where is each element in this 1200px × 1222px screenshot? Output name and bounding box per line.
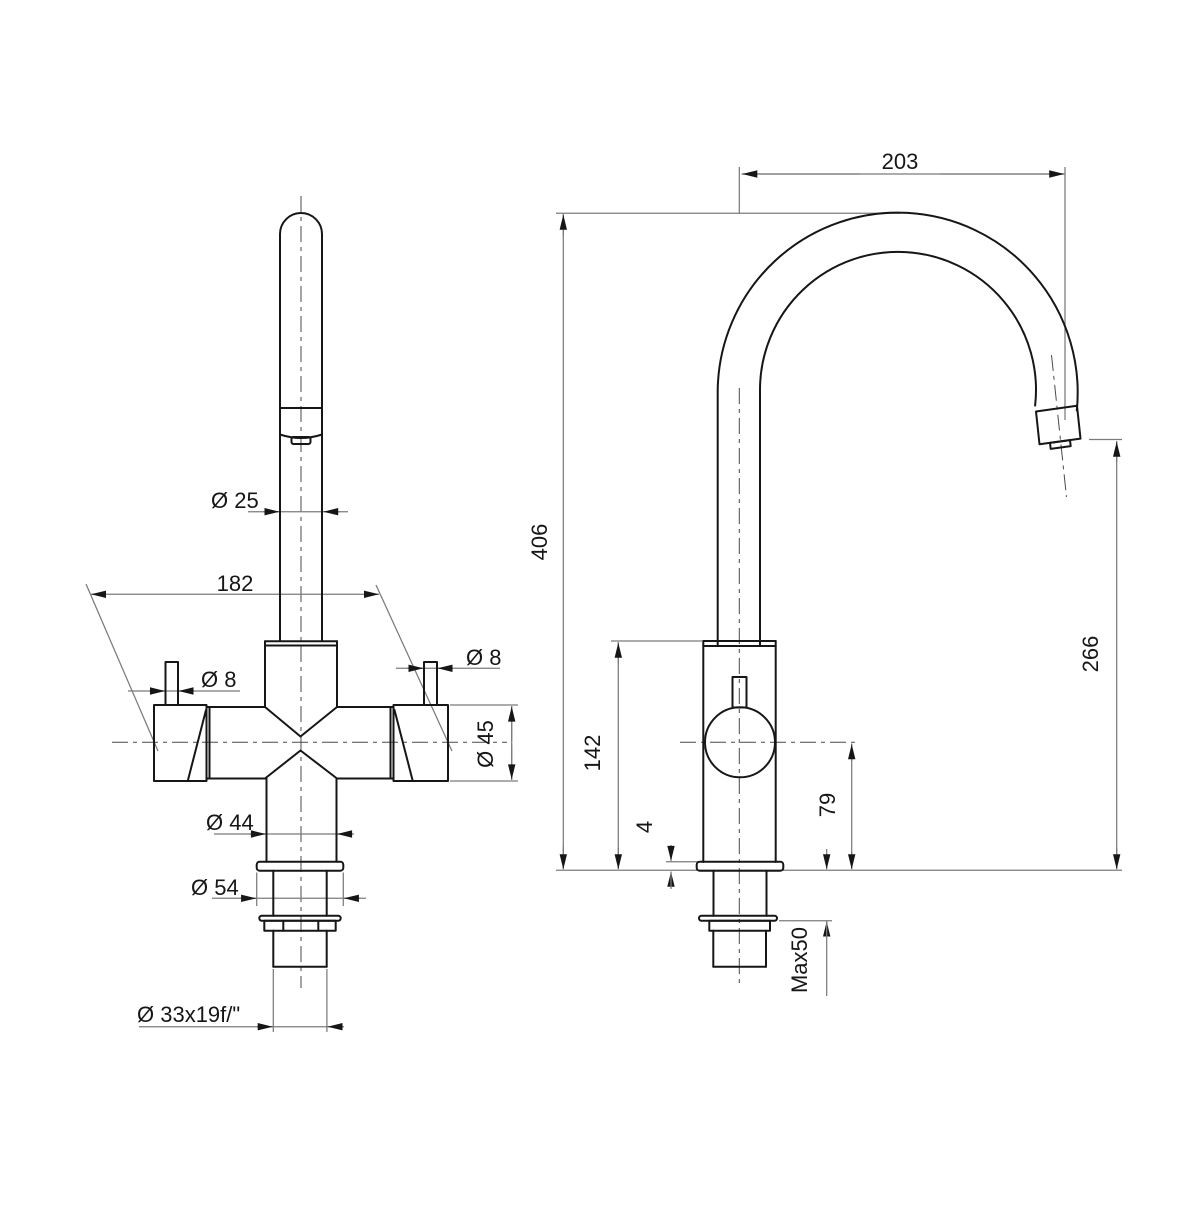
collar-chamfer-bottom: [264, 749, 338, 780]
dim-spout-reach: 203: [882, 149, 919, 174]
dim-max-worktop-thickness: Max50: [787, 927, 812, 993]
dim-overall-height: 406: [527, 524, 552, 561]
spout-inner-side: [759, 250, 1037, 647]
dim-outlet-height: 266: [1078, 636, 1103, 673]
dim-overall-width: 182: [217, 571, 254, 596]
spout-outer-side: [716, 211, 1079, 647]
spout-tip-centerline: [1051, 354, 1067, 498]
left-lever-front: [164, 661, 179, 706]
dim-thread-spec: Ø 33x19f/": [137, 1002, 240, 1027]
collar-chamfer-top: [264, 706, 338, 738]
aerator-front: [290, 436, 312, 445]
spout-column-front: [279, 212, 323, 642]
base-flange-front: [255, 860, 345, 872]
left-handle-front: [153, 704, 208, 782]
centerlines: [112, 196, 1067, 988]
front-view: [153, 212, 449, 968]
dim-body-diameter: Ø 45: [473, 720, 498, 768]
dim-base-flange-diameter: Ø 54: [191, 875, 239, 900]
dim-handle-center-height: 79: [815, 793, 840, 817]
dim-column-diameter: Ø 44: [206, 810, 254, 835]
locknut-front: [263, 919, 337, 932]
dimension-lines: [85, 167, 1122, 1032]
dim-spout-diameter: Ø 25: [211, 488, 259, 513]
side-view: [695, 211, 1082, 968]
dim-left-lever-diameter: Ø 8: [201, 667, 236, 692]
right-lever-front: [423, 661, 438, 706]
right-handle-front: [392, 704, 449, 782]
aerator-side: [1049, 439, 1072, 450]
dim-right-lever-diameter: Ø 8: [466, 645, 501, 670]
lever-side: [731, 676, 748, 709]
dim-base-plate-thickness: 4: [632, 821, 657, 833]
dim-body-height: 142: [580, 735, 605, 772]
dimension-labels: Ø 25 182 Ø 8 Ø 8 Ø 45 Ø 44 Ø 54 Ø 33x19f…: [137, 149, 1103, 1027]
locknut-side: [708, 919, 771, 932]
spout-tip-side: [1035, 404, 1082, 446]
base-flange-side: [695, 860, 785, 872]
